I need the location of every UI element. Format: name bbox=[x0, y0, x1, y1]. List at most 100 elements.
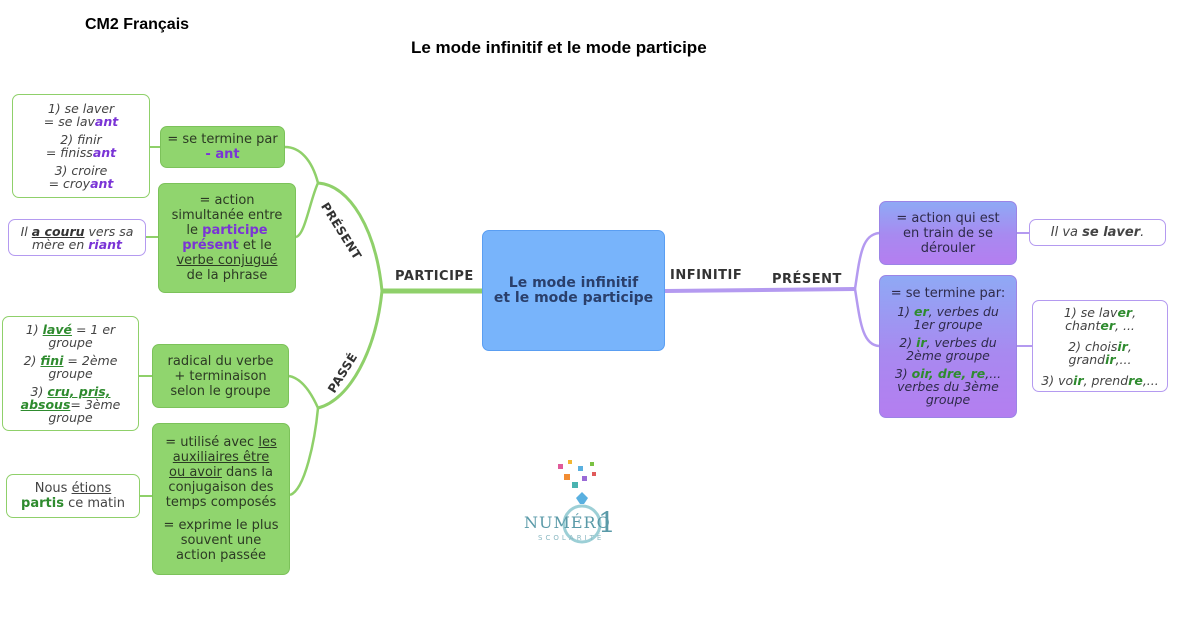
ps-examples-node: 1) lavé = 1 er groupe 2) fini = 2ème gro… bbox=[2, 316, 139, 431]
pp-example-3-suffix: ant bbox=[90, 176, 114, 191]
ps-usage-les: les bbox=[258, 435, 277, 450]
ip-ending-3-ellipsis: ,... bbox=[985, 366, 1002, 381]
pp-sim-line-1: = action bbox=[199, 193, 255, 208]
ip-ex2-1-stem: 1) se lav bbox=[1063, 304, 1118, 320]
ps-radical-line-2: + terminaison bbox=[174, 368, 267, 384]
ip-ex2-2-ir2: ir bbox=[1105, 351, 1116, 367]
ps-sentence-nous: Nous bbox=[34, 481, 72, 496]
link-ps-use bbox=[289, 407, 320, 497]
ip-ex2-1-chant: chant bbox=[1065, 317, 1101, 333]
ip-action-line-3: dérouler bbox=[920, 240, 976, 256]
ip-ending-2-num: 2) bbox=[899, 335, 917, 350]
center-line-2: et le mode participe bbox=[493, 289, 654, 306]
pp-sentence-mere-en: mère en bbox=[31, 236, 89, 252]
ps-radical-line-1: radical du verbe bbox=[167, 353, 274, 369]
ip-example-2-node: 1) se laver, chanter, ... 2) choisir, gr… bbox=[1032, 300, 1168, 392]
ps-example-1-word: lavé bbox=[42, 322, 72, 337]
ip-ending-1-er: er bbox=[914, 304, 929, 319]
ip-ex2-3-prend: , prend bbox=[1083, 372, 1129, 388]
ip-ex2-2-ir: ir bbox=[1117, 338, 1128, 354]
ps-example-3-words: cru, pris, bbox=[47, 384, 111, 399]
center-line-1: Le mode infinitif bbox=[508, 274, 639, 291]
pp-example-2-suffix: ant bbox=[92, 145, 117, 160]
ip-example-1-node: Il va se laver. bbox=[1029, 219, 1166, 246]
ip-ex2-3-re: re bbox=[1128, 372, 1143, 388]
pp-ending-suffix: - ant bbox=[205, 147, 240, 162]
pp-ending-text: = se termine par bbox=[167, 132, 278, 147]
ps-example-1-num: 1) bbox=[25, 322, 43, 337]
pp-sentence-vers-sa: vers sa bbox=[84, 223, 134, 239]
ip-ex2-1-er: er bbox=[1117, 304, 1133, 320]
ip-ending-3-endings: oir, dre, re bbox=[911, 366, 986, 381]
ps-radical-node: radical du verbe + terminaison selon le … bbox=[152, 344, 289, 408]
ps-example-3-groupe: groupe bbox=[48, 410, 93, 425]
ps-radical-line-3: selon le groupe bbox=[170, 383, 271, 399]
pp-sim-line-2: simultanée entre bbox=[171, 208, 283, 223]
pp-example-3-verb: 3) croire bbox=[54, 163, 108, 178]
ps-usage-conjugaison: conjugaison des bbox=[168, 480, 274, 495]
page-title: Le mode infinitif et le mode participe bbox=[411, 38, 707, 57]
ps-usage-temps: temps composés bbox=[165, 495, 277, 510]
pp-example-1-verb: 1) se laver bbox=[47, 101, 115, 116]
ip-ending-node: = se termine par: 1) er, verbes du 1er g… bbox=[879, 275, 1017, 418]
link-ip-action bbox=[853, 231, 880, 290]
ps-example-2-num: 2) bbox=[23, 353, 41, 368]
ps-usage-dans-la: dans la bbox=[221, 465, 273, 480]
link-infinitif bbox=[664, 287, 856, 293]
ps-example-sentence-node: Nous étions partis ce matin bbox=[6, 474, 140, 518]
ip-example-1-se-laver: se laver bbox=[1082, 225, 1141, 240]
ps-example-1-group: = 1 er bbox=[71, 322, 116, 337]
ps-usage-utilise: = utilisé avec bbox=[165, 435, 259, 450]
ip-action-line-1: = action qui est bbox=[896, 210, 1000, 226]
ip-ending-3-group: groupe bbox=[925, 392, 971, 407]
ps-sentence-partis: partis bbox=[21, 496, 64, 511]
ps-usage-souvent: souvent une bbox=[180, 533, 262, 548]
branch-label-participe: PARTICIPE bbox=[395, 269, 474, 284]
logo-sub: SCOLARITÉ bbox=[538, 533, 604, 542]
ip-ending-2-verbes: , verbes du bbox=[926, 335, 997, 350]
pp-sim-phrase: de la phrase bbox=[186, 268, 268, 283]
ps-usage-avoir: ou avoir bbox=[169, 465, 222, 480]
ip-ending-1-num: 1) bbox=[897, 304, 914, 319]
ip-ex2-3-ellipsis: ,... bbox=[1142, 372, 1159, 388]
pp-sim-participe: participe bbox=[202, 223, 268, 238]
ip-ex2-1-er2: er bbox=[1100, 317, 1116, 333]
ps-example-1-groupe: groupe bbox=[48, 335, 93, 350]
ip-example-1-il-va: Il va bbox=[1050, 225, 1083, 240]
logo-word: NUMÉRO bbox=[524, 512, 611, 532]
ps-example-2-groupe: groupe bbox=[48, 366, 93, 381]
ps-sentence-etions: étions bbox=[71, 481, 112, 496]
ip-ending-title: = se termine par: bbox=[890, 286, 1006, 301]
pp-sim-et-le: et le bbox=[238, 238, 272, 253]
ps-usage-node: = utilisé avec les auxiliaires être ou a… bbox=[152, 423, 290, 575]
ip-ex2-1-comma: , bbox=[1132, 304, 1137, 320]
ps-usage-auxiliaires: auxiliaires être bbox=[172, 450, 270, 465]
ip-ex2-3-ir: ir bbox=[1073, 372, 1084, 388]
pp-example-2-stem: = finiss bbox=[45, 145, 93, 160]
ip-ending-3-num: 3) bbox=[894, 366, 912, 381]
ip-ex2-1-ellipsis: , ... bbox=[1115, 317, 1135, 333]
ip-ending-2-group: 2ème groupe bbox=[906, 348, 990, 363]
ip-example-1-dot: . bbox=[1140, 225, 1145, 240]
link-pp-sim bbox=[295, 182, 320, 239]
pp-sentence-il: Il bbox=[20, 223, 32, 239]
pp-sentence-a-couru: a couru bbox=[31, 223, 85, 239]
logo-graphic: NUMÉRO 1 SCOLARITÉ bbox=[524, 460, 616, 544]
pp-examples-node: 1) se laver = se lavant 2) finir = finis… bbox=[12, 94, 150, 198]
ps-example-2-word: fini bbox=[40, 353, 64, 368]
branch-label-infinitif: INFINITIF bbox=[670, 268, 743, 283]
link-ps-rad bbox=[288, 374, 320, 409]
link-ip-end bbox=[853, 288, 880, 348]
pp-sim-le: le bbox=[186, 223, 203, 238]
ps-usage-action: action passée bbox=[176, 548, 266, 563]
logo-digit: 1 bbox=[598, 506, 616, 539]
pp-sim-verbe-conjugue: verbe conjugué bbox=[176, 253, 278, 268]
ip-ending-2-ir: ir bbox=[916, 335, 927, 350]
ps-example-2-group: = 2ème bbox=[63, 353, 118, 368]
ip-ending-1-verbes: , verbes du bbox=[928, 304, 999, 319]
ip-ending-1-group: 1er groupe bbox=[913, 317, 983, 332]
ip-ex2-2-grand: grand bbox=[1068, 351, 1106, 367]
ip-action-node: = action qui est en train de se dérouler bbox=[879, 201, 1017, 265]
pp-example-2-verb: 2) finir bbox=[60, 132, 102, 147]
